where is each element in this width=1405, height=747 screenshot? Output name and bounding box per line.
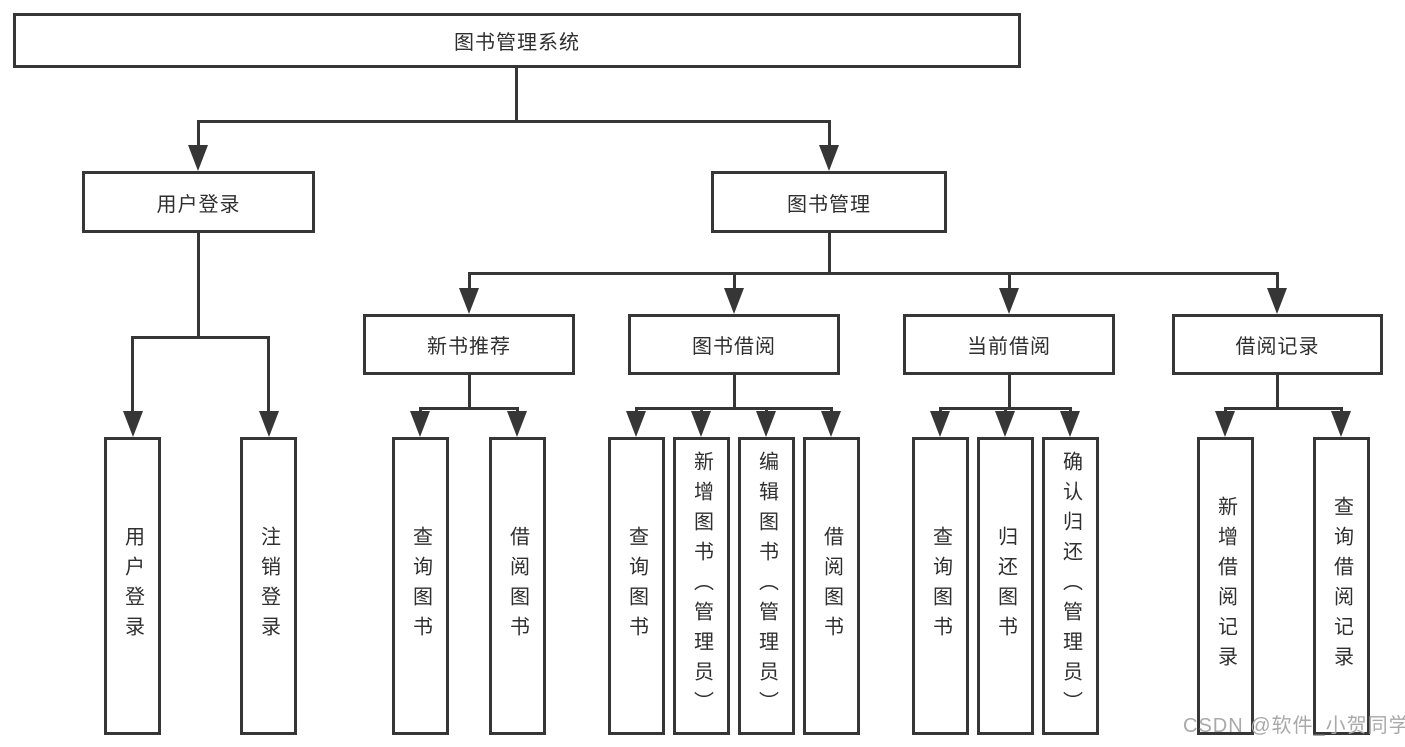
connector-line bbox=[468, 375, 471, 410]
connector-line bbox=[828, 120, 831, 150]
node-new-book-recommendation: 新书推荐 bbox=[363, 314, 575, 375]
node-book-management: 图书管理 bbox=[711, 171, 947, 233]
node-label: 借阅记录 bbox=[1235, 336, 1320, 358]
connector-line bbox=[1008, 272, 1011, 294]
node-label: 查询借阅记录 bbox=[1330, 496, 1353, 676]
node-label: 借阅图书 bbox=[820, 526, 843, 646]
node-current-borrowing: 当前借阅 bbox=[903, 314, 1115, 375]
node-user-login: 用户登录 bbox=[82, 171, 315, 233]
connector-line bbox=[828, 233, 831, 275]
node-label: 当前借阅 bbox=[967, 336, 1051, 358]
arrowhead bbox=[930, 411, 950, 437]
connector-line bbox=[468, 272, 471, 294]
node-search-books-current: 查询图书 bbox=[912, 437, 969, 735]
arrowhead bbox=[459, 288, 479, 314]
arrowhead bbox=[259, 411, 279, 437]
node-label: 图书管理系统 bbox=[454, 32, 580, 54]
arrowhead bbox=[756, 411, 776, 437]
node-edit-books-admin: 编辑图书（管理员） bbox=[738, 437, 795, 735]
node-search-books-borrowing: 查询图书 bbox=[608, 437, 665, 735]
node-user-login-leaf: 用户登录 bbox=[104, 437, 161, 735]
node-label: 用户登录 bbox=[156, 193, 241, 216]
node-book-borrowing: 图书借阅 bbox=[628, 314, 840, 375]
node-label: 编辑图书（管理员） bbox=[755, 451, 778, 721]
connector-line bbox=[1276, 272, 1279, 294]
arrowhead bbox=[691, 411, 711, 437]
connector-line bbox=[131, 336, 134, 420]
arrowhead bbox=[724, 288, 744, 314]
connector-line bbox=[267, 336, 270, 420]
arrowhead bbox=[507, 411, 527, 437]
arrowhead bbox=[999, 288, 1019, 314]
node-label: 注销登录 bbox=[257, 526, 280, 646]
connector-line bbox=[468, 272, 1279, 275]
connector-line bbox=[197, 120, 830, 123]
node-label: 查询图书 bbox=[409, 526, 432, 646]
connector-line bbox=[733, 375, 736, 410]
node-label: 确认归还（管理员） bbox=[1059, 451, 1082, 721]
node-label: 新书推荐 bbox=[427, 336, 511, 358]
connector-line bbox=[419, 407, 519, 410]
arrowhead bbox=[626, 411, 646, 437]
csdn-watermark: CSDN @软件_小贺同学 bbox=[1183, 715, 1405, 737]
connector-line bbox=[197, 233, 200, 339]
arrowhead bbox=[188, 145, 208, 171]
connector-line bbox=[197, 120, 200, 150]
node-label: 借阅图书 bbox=[506, 526, 529, 646]
node-label: 查询图书 bbox=[929, 526, 952, 646]
node-label: 新增图书（管理员） bbox=[690, 451, 713, 721]
connector-line bbox=[1224, 407, 1343, 410]
connector-line bbox=[1276, 375, 1279, 410]
arrowhead bbox=[1060, 411, 1080, 437]
node-borrowing-records: 借阅记录 bbox=[1172, 314, 1383, 375]
arrowhead bbox=[1215, 411, 1235, 437]
arrowhead bbox=[819, 145, 839, 171]
connector-line bbox=[515, 68, 518, 123]
node-borrow-books-leaf: 借阅图书 bbox=[803, 437, 860, 735]
node-label: 查询图书 bbox=[625, 526, 648, 646]
node-confirm-return-admin: 确认归还（管理员） bbox=[1042, 437, 1099, 735]
node-label: 新增借阅记录 bbox=[1214, 496, 1237, 676]
node-label: 图书借阅 bbox=[692, 336, 776, 358]
node-add-borrow-record: 新增借阅记录 bbox=[1197, 437, 1254, 735]
connector-line bbox=[733, 272, 736, 294]
node-label: 图书管理 bbox=[787, 193, 871, 216]
node-return-books: 归还图书 bbox=[977, 437, 1034, 735]
arrowhead bbox=[995, 411, 1015, 437]
node-label: 归还图书 bbox=[994, 526, 1017, 646]
node-borrow-books-recommend: 借阅图书 bbox=[489, 437, 546, 735]
node-search-books-recommend: 查询图书 bbox=[392, 437, 449, 735]
arrowhead bbox=[1267, 288, 1287, 314]
node-label: 用户登录 bbox=[121, 526, 144, 646]
arrowhead bbox=[1331, 411, 1351, 437]
node-add-books-admin: 新增图书（管理员） bbox=[673, 437, 730, 735]
arrowhead bbox=[123, 411, 143, 437]
node-logout: 注销登录 bbox=[240, 437, 297, 735]
arrowhead bbox=[821, 411, 841, 437]
connector-line bbox=[1008, 375, 1011, 410]
node-search-borrow-record: 查询借阅记录 bbox=[1313, 437, 1370, 735]
node-library-management-system: 图书管理系统 bbox=[13, 13, 1021, 68]
connector-line bbox=[131, 336, 270, 339]
connector-line bbox=[635, 407, 833, 410]
arrowhead bbox=[410, 411, 430, 437]
